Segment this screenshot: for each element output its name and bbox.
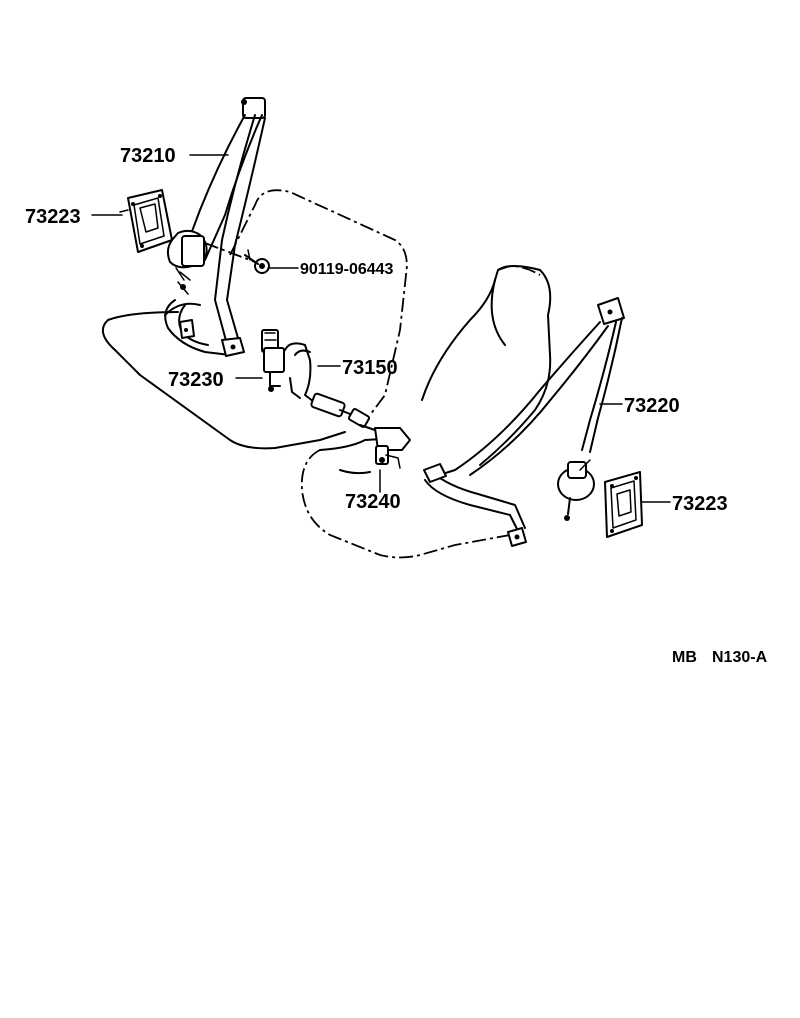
label-73150: 73150 bbox=[342, 357, 398, 379]
label-73230: 73230 bbox=[168, 369, 224, 391]
right-buckle-73240 bbox=[359, 424, 411, 469]
left-seat-outline bbox=[101, 189, 408, 450]
right-seat-outline bbox=[300, 265, 552, 559]
label-73210: 73210 bbox=[120, 145, 176, 167]
label-73240: 73240 bbox=[345, 491, 401, 513]
right-cover-73223 bbox=[604, 471, 643, 538]
diagram-code-prefix: MB bbox=[672, 649, 697, 666]
label-73223-left: 73223 bbox=[25, 206, 81, 228]
left-cover-73223 bbox=[119, 189, 173, 253]
leader-lines bbox=[91, 154, 671, 503]
right-outer-belt-73220 bbox=[423, 297, 625, 547]
label-73220: 73220 bbox=[624, 395, 680, 417]
label-90119-06443: 90119-06443 bbox=[300, 261, 394, 278]
left-buckle-73230 bbox=[261, 329, 285, 392]
bolt-90119 bbox=[204, 242, 270, 274]
diagram-code-id: N130-A bbox=[712, 649, 768, 666]
center-belt-73150 bbox=[284, 342, 371, 428]
label-73223-right: 73223 bbox=[672, 493, 728, 515]
left-outer-belt-73210 bbox=[164, 97, 266, 357]
